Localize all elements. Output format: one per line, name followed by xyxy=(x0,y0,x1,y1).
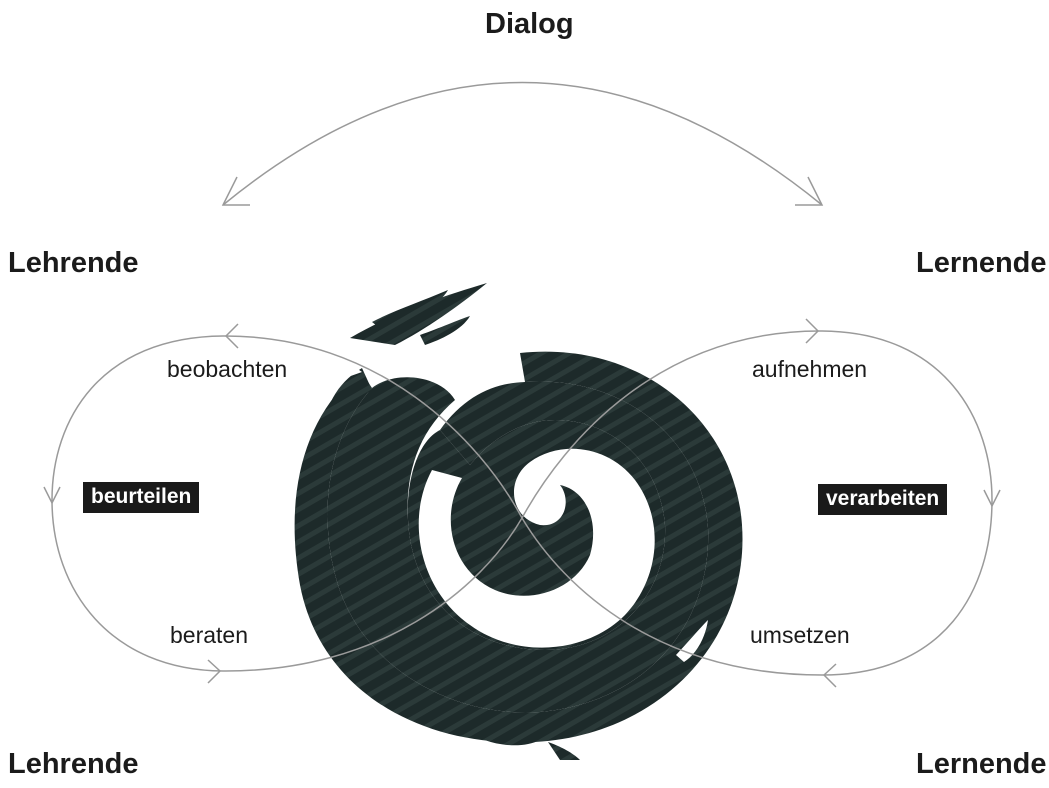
role-bottom-left: Lehrende xyxy=(8,748,139,780)
title-dialog: Dialog xyxy=(485,8,574,40)
brush-spiral xyxy=(294,283,743,760)
label-aufnehmen: aufnehmen xyxy=(752,356,868,382)
label-verarbeiten: verarbeiten xyxy=(818,484,948,515)
label-beraten: beraten xyxy=(170,622,249,648)
role-top-left: Lehrende xyxy=(8,247,139,279)
role-bottom-right: Lernende xyxy=(916,748,1047,780)
label-beurteilen: beurteilen xyxy=(83,482,200,513)
dialog-arc xyxy=(221,81,824,206)
role-top-right: Lernende xyxy=(916,247,1047,279)
label-umsetzen: umsetzen xyxy=(750,622,850,648)
label-beobachten: beobachten xyxy=(167,356,288,382)
figure-eight-loop xyxy=(43,318,1001,688)
